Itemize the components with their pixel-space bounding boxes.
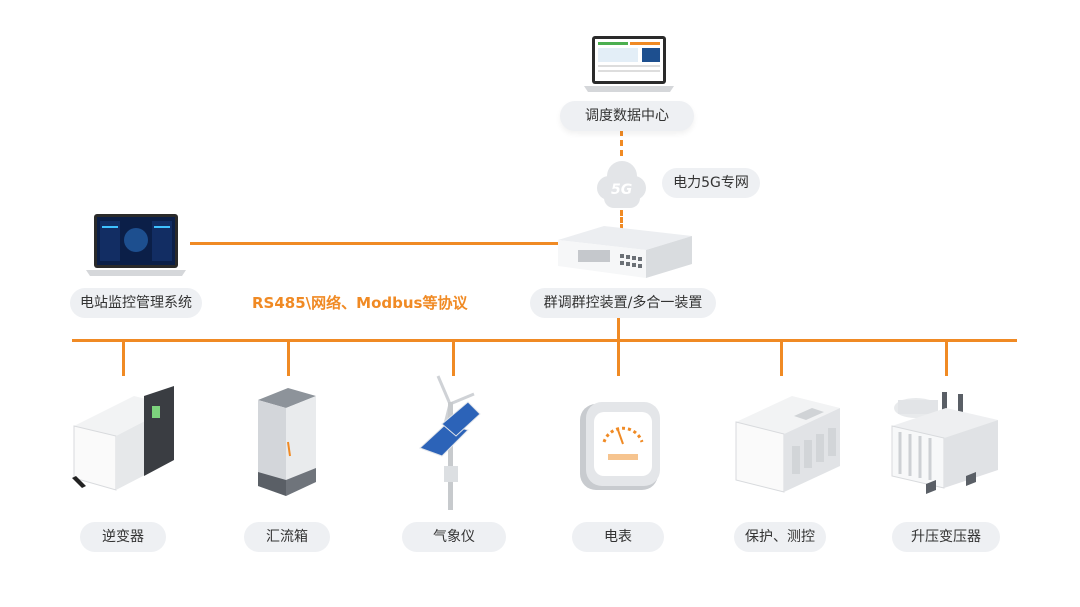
switch-icon: [558, 226, 692, 278]
drop-line-protection: [780, 339, 783, 376]
weather-station-icon: [419, 375, 481, 510]
drop-line-weather: [452, 339, 455, 376]
device-label-combiner: 汇流箱: [244, 522, 330, 552]
drop-line-transformer: [945, 339, 948, 376]
device-label-protection: 保护、测控: [734, 522, 826, 552]
protection-cabinet-icon: [735, 396, 840, 493]
drop-line-combiner: [287, 339, 290, 376]
monitor-to-switch-line: [190, 242, 560, 245]
switch-to-bus-line: [617, 318, 620, 376]
dispatch-center-label: 调度数据中心: [560, 101, 694, 131]
device-label-transformer: 升压变压器: [892, 522, 1000, 552]
transformer-icon: [891, 392, 998, 494]
station-monitor-label: 电站监控管理系统: [70, 288, 202, 318]
laptop-icon: [584, 36, 674, 92]
device-label-weather: 气象仪: [402, 522, 506, 552]
device-label-meter: 电表: [572, 522, 664, 552]
meter-icon: [580, 402, 660, 490]
combiner-box-icon: [258, 388, 316, 496]
device-bus-line: [72, 339, 1017, 342]
cloud-5g-icon: 5G: [597, 161, 646, 208]
device-label-inverter: 逆变器: [80, 522, 166, 552]
group-control-label: 群调群控装置/多合一装置: [530, 288, 716, 318]
drop-line-inverter: [122, 339, 125, 376]
inverter-icon: [72, 386, 174, 491]
center-to-cloud-line: [620, 130, 626, 156]
network-label: 电力5G专网: [662, 168, 760, 198]
cloud-to-switch-line: [620, 210, 626, 230]
protocol-label: RS485\网络、Modbus等协议: [252, 294, 468, 312]
cloud-badge: 5G: [611, 182, 632, 198]
laptop-icon: [86, 214, 186, 276]
